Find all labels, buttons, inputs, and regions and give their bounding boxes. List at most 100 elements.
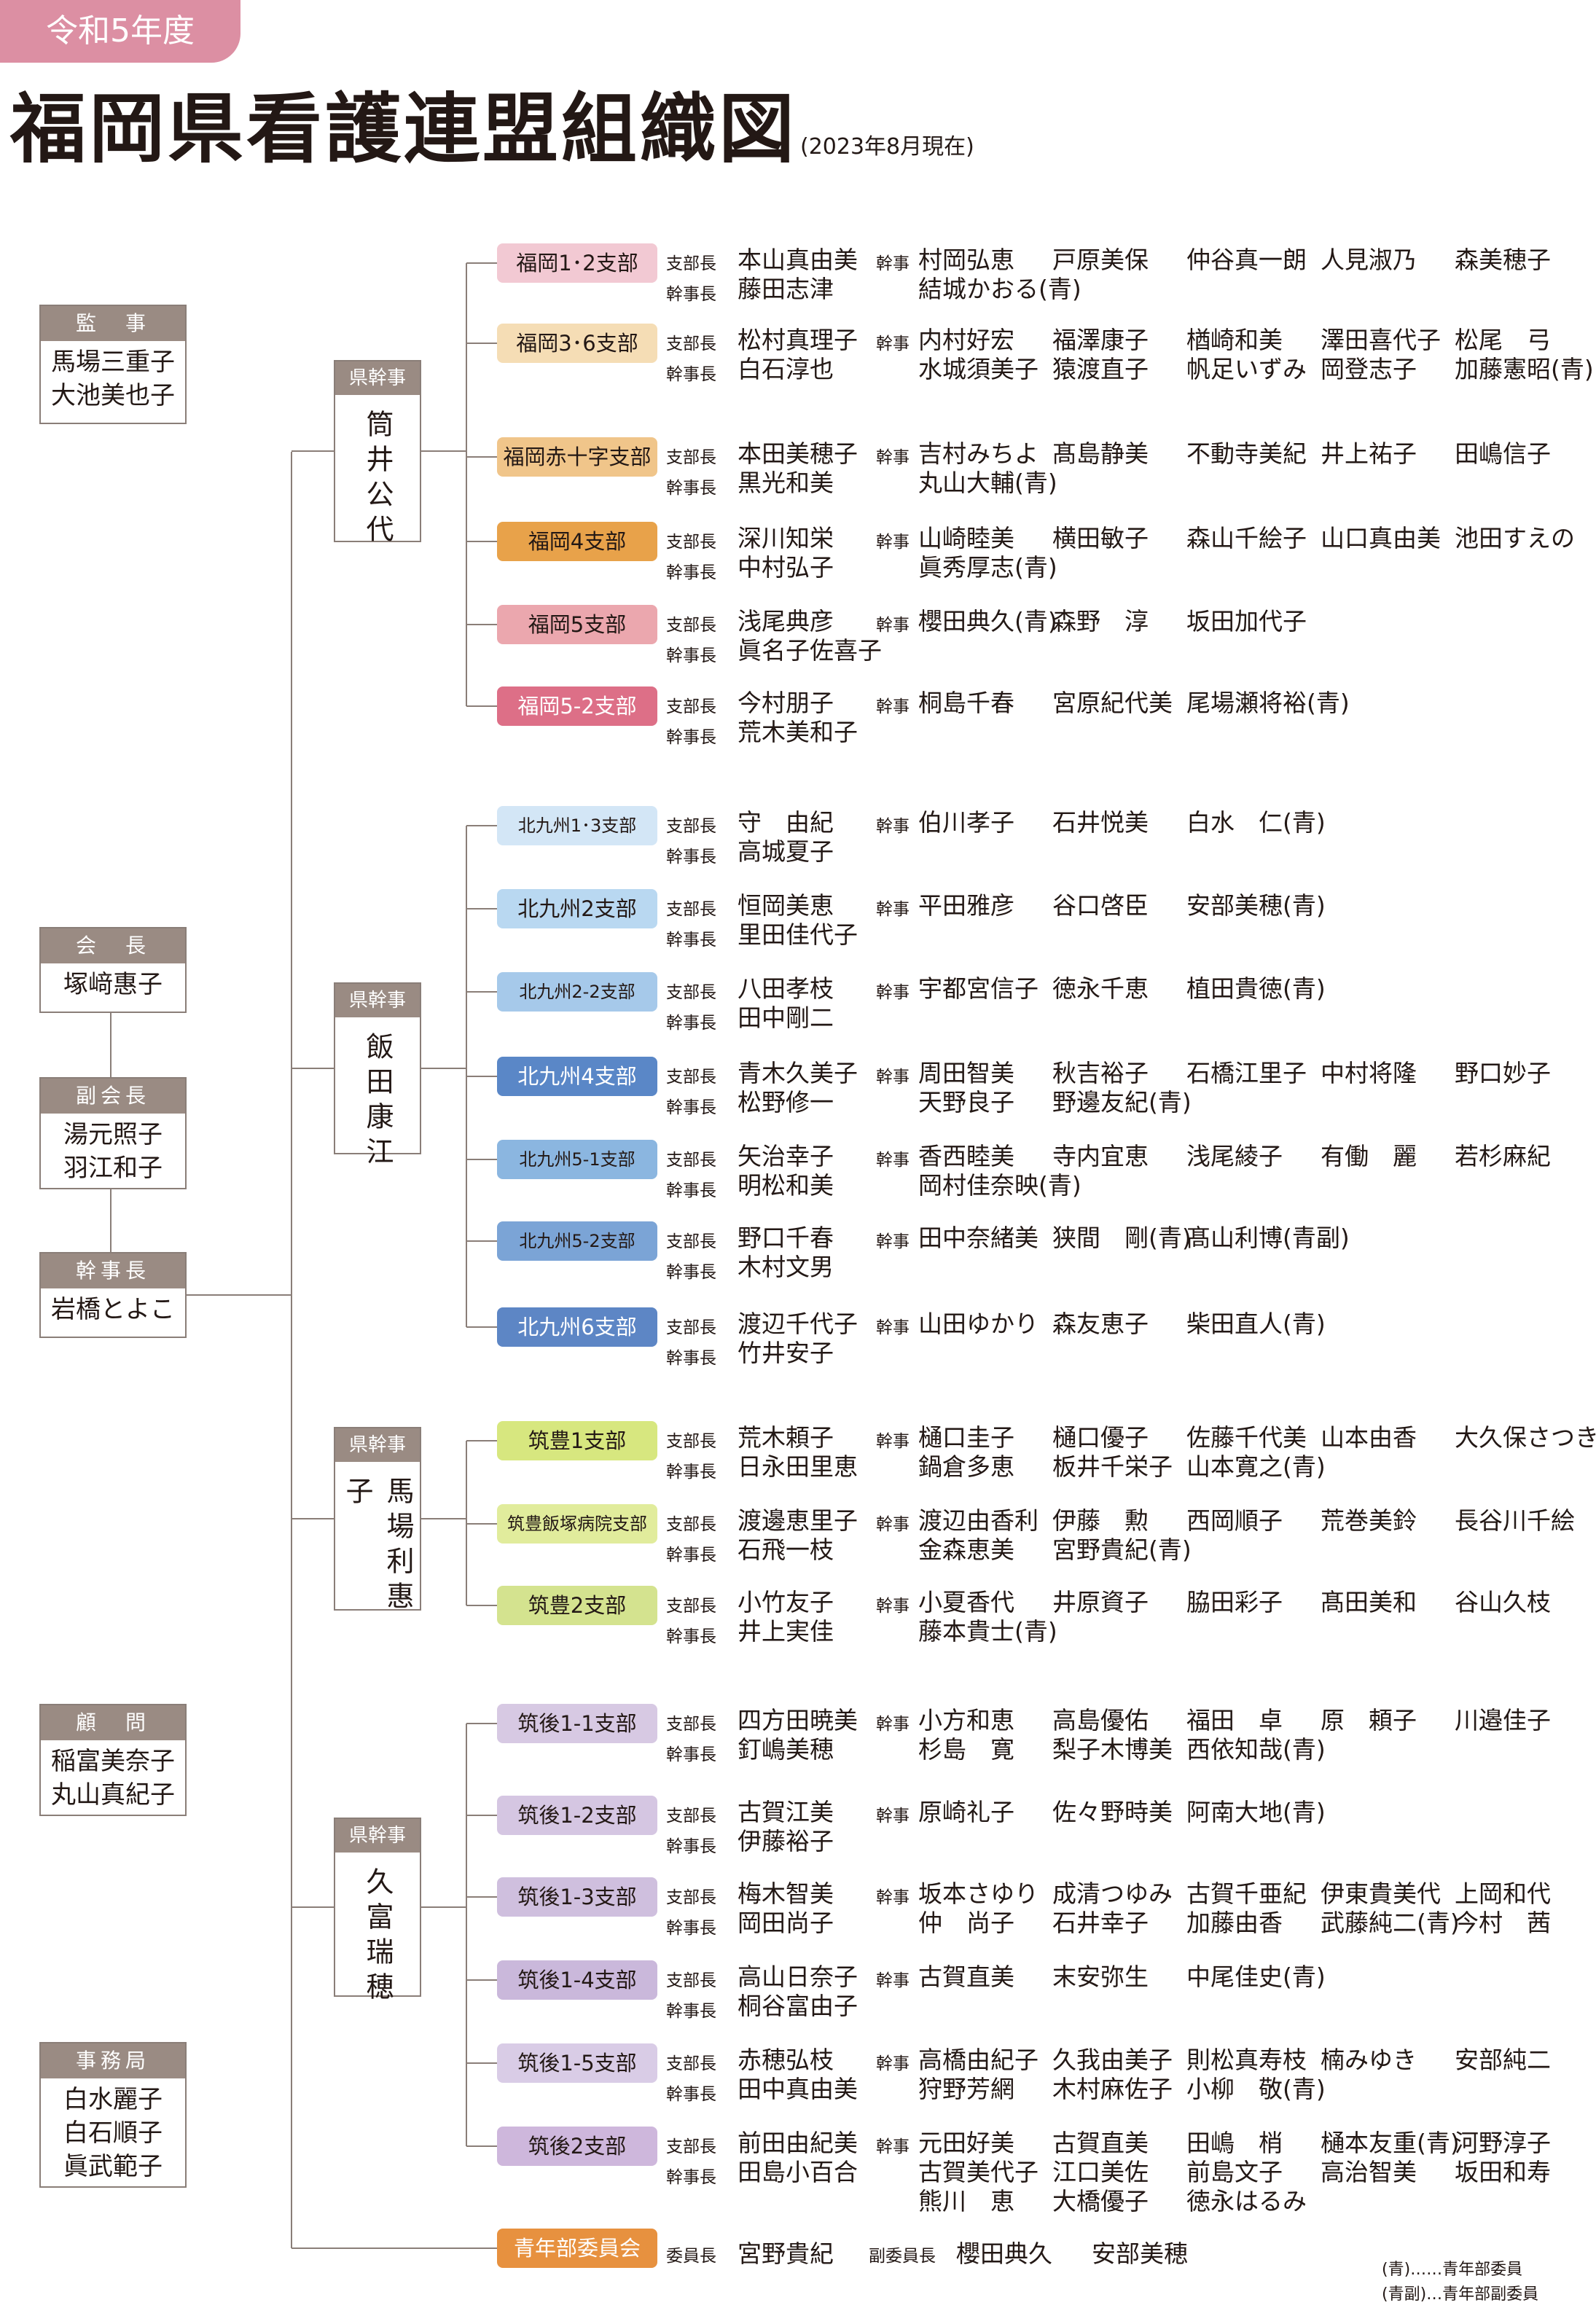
shibucho-name: 野口千春: [738, 1224, 834, 1252]
kanji-name: 内村好宏: [918, 326, 1014, 354]
kanji-name: 井原資子: [1052, 1588, 1149, 1616]
kanjicho-name: 釘嶋美穂: [738, 1735, 834, 1764]
branch-box: 北九州2支部: [497, 889, 657, 928]
kanji-name: 大橋優子: [1052, 2187, 1149, 2215]
role-person: 稲富美奈子: [51, 1747, 175, 1776]
kanjicho-label: 幹事長: [666, 1919, 716, 1938]
kanji-name: 岡村佳奈映(青): [918, 1171, 1081, 1200]
kanji-name: 田中奈緒美: [918, 1224, 1038, 1252]
kanji-name: 木村麻佐子: [1052, 2075, 1173, 2103]
shibucho-name: 高山日奈子: [738, 1963, 858, 1991]
kanji-name: 坂田加代子: [1186, 607, 1307, 635]
shibucho-label: 支部長: [666, 697, 716, 716]
branch-box: 筑後1-4支部: [497, 1960, 657, 2000]
kanjicho-label: 幹事長: [666, 728, 716, 747]
kanji-label: 幹事: [876, 1515, 910, 1534]
kanji-name: 谷山久枝: [1455, 1588, 1551, 1616]
kanji-name: 尾場瀬将裕(青): [1186, 689, 1350, 717]
branch-box: 筑後1-3支部: [497, 1877, 657, 1917]
role-person: 岩橋とよこ: [51, 1295, 175, 1324]
kanji-name: 周田智美: [918, 1059, 1014, 1087]
kanji-name: 髙山利博(青副): [1186, 1224, 1350, 1252]
kanji-name: 水城須美子: [918, 355, 1038, 383]
kanji-name: 西岡順子: [1186, 1506, 1283, 1535]
kanjicho-label: 幹事長: [666, 1181, 716, 1200]
kanji-name: 佐藤千代美: [1186, 1423, 1307, 1452]
kanji-name: 山本寛之(青): [1186, 1452, 1326, 1481]
shibucho-name: 守 由紀: [738, 808, 834, 837]
kanjicho-label: 幹事長: [666, 479, 716, 498]
kanji-name: 高橋由紀子: [918, 2046, 1038, 2074]
kanji-name: 柴田直人(青): [1186, 1310, 1326, 1338]
kanji-label: 幹事: [876, 2137, 910, 2156]
kenkanji-name: 馬場利惠子: [341, 1476, 414, 1616]
kanji-name: 宮原紀代美: [1052, 689, 1173, 717]
kanjicho-name: 荒木美和子: [738, 718, 858, 746]
shibucho-label: 支部長: [666, 817, 716, 836]
branch-box: 筑後1-5支部: [497, 2043, 657, 2083]
kanji-label: 幹事: [876, 1971, 910, 1990]
youth-vice-1: 櫻田典久: [956, 2239, 1052, 2268]
kanji-label: 幹事: [876, 1068, 910, 1087]
kanji-name: 森友恵子: [1052, 1310, 1149, 1338]
kanji-name: 伯川孝子: [918, 808, 1014, 837]
kanjicho-label: 幹事長: [666, 1837, 716, 1856]
kanji-name: 熊川 恵: [918, 2187, 1014, 2215]
shibucho-name: 荒木頼子: [738, 1423, 834, 1452]
kanji-name: 伊東貴美代: [1321, 1879, 1441, 1908]
kanji-name: 吉村みちよ: [918, 439, 1038, 468]
kanji-name: 猿渡直子: [1052, 355, 1149, 383]
kenkanji-title: 県幹事: [335, 1428, 420, 1462]
role-person: 眞武範子: [63, 2152, 163, 2181]
branch-box: 福岡1･2支部: [497, 243, 657, 283]
kanji-name: 高治智美: [1321, 2158, 1417, 2186]
role-box: 副会長湯元照子羽江和子: [39, 1077, 187, 1189]
shibucho-name: 松村真理子: [738, 326, 858, 354]
note-youth: (青)……青年部委員: [1382, 2261, 1523, 2279]
kanji-name: 田嶋信子: [1455, 439, 1551, 468]
kanji-name: 福田 卓: [1186, 1706, 1283, 1734]
kanji-name: 今村 茜: [1455, 1909, 1551, 1937]
branch-youth-committee: 青年部委員会: [497, 2229, 657, 2268]
kanjicho-name: 明松和美: [738, 1171, 834, 1200]
kenkanji-box: 県幹事馬場利惠子: [334, 1427, 421, 1616]
kanji-name: 金森恵美: [918, 1535, 1014, 1564]
kenkanji-title: 県幹事: [335, 361, 420, 395]
shibucho-label: 支部長: [666, 2054, 716, 2073]
kanji-name: 中村将隆: [1321, 1059, 1417, 1087]
kanji-name: 若杉麻紀: [1455, 1142, 1551, 1170]
kanji-name: 川邉佳子: [1455, 1706, 1551, 1734]
kanjicho-label: 幹事長: [666, 1349, 716, 1368]
kanji-name: 中尾佳史(青): [1186, 1963, 1326, 1991]
kanji-name: 寺内宜恵: [1052, 1142, 1149, 1170]
shibucho-label: 支部長: [666, 1807, 716, 1826]
role-box: 事務局白水麗子白石順子眞武範子: [39, 2042, 187, 2188]
kanji-name: 楢崎和美: [1186, 326, 1283, 354]
kanji-label: 幹事: [876, 1151, 910, 1170]
branch-box: 北九州6支部: [497, 1307, 657, 1347]
kanji-name: 松尾 弓: [1455, 326, 1551, 354]
role-box: 顧 問稲富美奈子丸山真紀子: [39, 1704, 187, 1816]
kanji-name: 久我由美子: [1052, 2046, 1173, 2074]
role-names: 馬場三重子大池美也子: [41, 341, 185, 412]
branch-box: 福岡5支部: [497, 605, 657, 644]
kanji-name: 坂田和寿: [1455, 2158, 1551, 2186]
role-person: 白水麗子: [63, 2085, 163, 2114]
kanji-name: 小柳 敬(青): [1186, 2075, 1326, 2103]
shibucho-label: 支部長: [666, 448, 716, 467]
kanjicho-label: 幹事長: [666, 285, 716, 304]
shibucho-name: 本山真由美: [738, 246, 858, 274]
youth-chair: 宮野貴紀: [738, 2239, 834, 2268]
kanjicho-name: 松野修一: [738, 1088, 834, 1116]
kanji-label: 幹事: [876, 983, 910, 1002]
kanjicho-name: 白石淳也: [738, 355, 834, 383]
kanji-label: 幹事: [876, 2054, 910, 2073]
branch-box: 福岡4支部: [497, 522, 657, 561]
kanjicho-label: 幹事長: [666, 1546, 716, 1565]
kanji-name: 井上祐子: [1321, 439, 1417, 468]
kenkanji-name: 飯田康江: [361, 1032, 394, 1172]
kanji-name: 鍋倉多恵: [918, 1452, 1014, 1481]
kanji-name: 藤本貴士(青): [918, 1617, 1057, 1646]
kanjicho-name: 眞名子佐喜子: [738, 636, 882, 665]
kanji-name: 古賀直美: [918, 1963, 1014, 1991]
